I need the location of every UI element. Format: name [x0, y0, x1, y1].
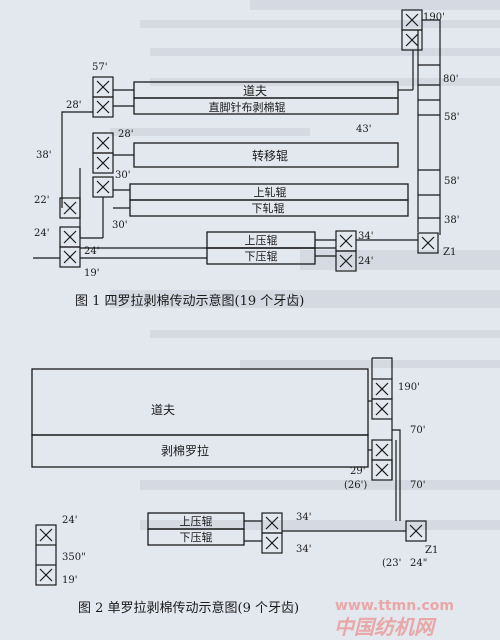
gear-label: 58' — [444, 112, 459, 123]
gear-label: (26') — [344, 480, 367, 491]
gear-label: 70' — [410, 480, 425, 491]
stripper-roller — [31, 434, 369, 468]
lower-press-roller — [147, 528, 245, 546]
lower-press-label: 下压辊 — [245, 249, 278, 263]
gear-label: 22' — [34, 195, 49, 206]
watermark-url: www.ttmn.com — [335, 598, 454, 614]
gear-label: 38' — [36, 150, 51, 161]
gear-label: 34' — [296, 512, 311, 523]
figure1-four-roller-diagram: 道夫 直脚针布剥棉辊 转移辊 上轧辊 下轧辊 上压辊 下压辊 190' 57' … — [33, 9, 459, 309]
doffer-label: 道夫 — [243, 84, 267, 98]
lower-calender-label: 下轧辊 — [252, 201, 285, 215]
figure2-caption: 图 2 单罗拉剥棉传动示意图(9 个牙齿) — [78, 600, 299, 616]
z1-label: Z1 — [425, 545, 438, 556]
gear-label: 30' — [112, 220, 127, 231]
z1-label: Z1 — [443, 247, 456, 258]
gear-label: 34' — [296, 544, 311, 555]
gear-label: 24' — [62, 515, 77, 526]
gear-label: 350" — [62, 552, 86, 563]
gear-label: 30' — [115, 170, 130, 181]
gear-label: 38' — [444, 215, 459, 226]
gear-label: 70' — [410, 425, 425, 436]
upper-calender-label: 上轧辊 — [254, 185, 287, 199]
transfer-roller-label: 转移辊 — [252, 148, 288, 163]
stripper-label: 剥棉罗拉 — [161, 443, 209, 458]
gear-label: 24" — [410, 558, 427, 569]
gear-label: (23' — [382, 558, 401, 569]
gear-label: 28' — [66, 100, 81, 111]
stripper-straight-label: 直脚针布剥棉辊 — [209, 100, 286, 114]
gear-label: 24' — [84, 246, 99, 257]
lower-press-label: 下压辊 — [180, 530, 213, 544]
gear-label: 24' — [34, 228, 49, 239]
gear-label: 19' — [84, 268, 99, 279]
gear-label: 190' — [423, 12, 445, 23]
gear-label: 190' — [398, 382, 420, 393]
gear-label: 58' — [444, 176, 459, 187]
gear-label: 29' — [350, 466, 365, 477]
watermark-site-name: 中国纺机网 — [334, 615, 437, 639]
gear-label: 43' — [356, 124, 371, 135]
gear-label: 80' — [443, 74, 458, 85]
transmission-lines — [35, 357, 406, 565]
upper-press-label: 上压辊 — [245, 233, 278, 247]
site-watermark: www.ttmn.com 中国纺机网 — [334, 598, 454, 639]
figure2-single-roller-diagram: 道夫 剥棉罗拉 上压辊 下压辊 190' 70' 29' (26') 70' 3… — [31, 357, 438, 616]
gear-label: 19' — [62, 575, 77, 586]
gear-label: 57' — [92, 62, 107, 73]
doffer-label: 道夫 — [151, 403, 175, 417]
upper-press-label: 上压辊 — [180, 514, 213, 528]
transmission-lines — [33, 19, 441, 259]
gear-label: 24' — [358, 256, 373, 267]
gear-label: 34' — [358, 231, 373, 242]
figure1-caption: 图 1 四罗拉剥棉传动示意图(19 个牙齿) — [75, 293, 304, 309]
gear-label: 28' — [118, 129, 133, 140]
